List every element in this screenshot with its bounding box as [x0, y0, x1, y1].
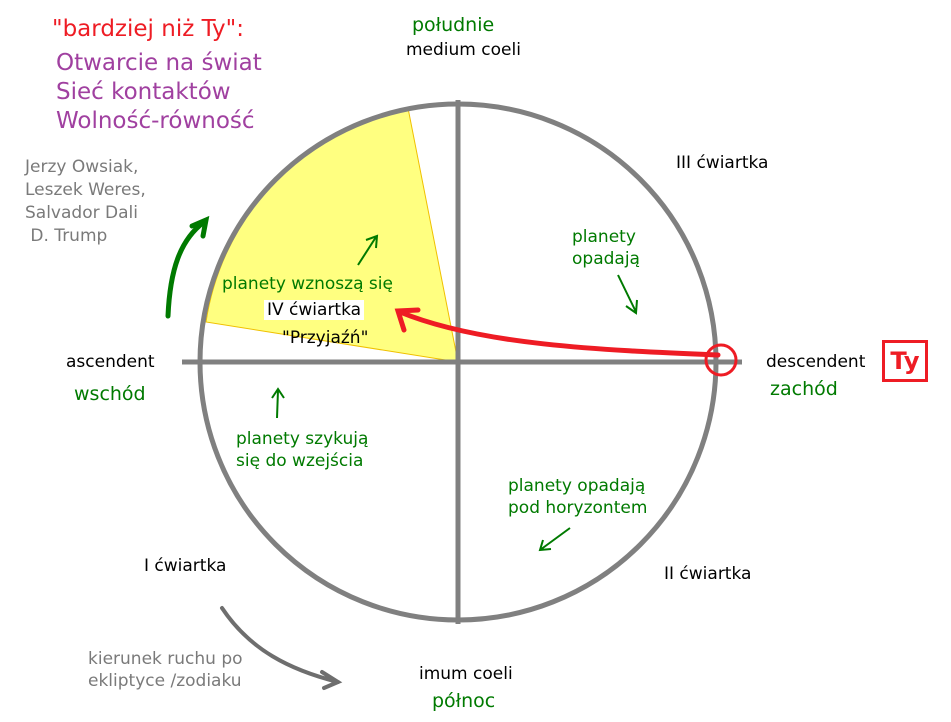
note-line: kierunek ruchu po: [88, 649, 243, 669]
you-badge: Ty: [882, 340, 928, 382]
person: Leszek Weres,: [25, 180, 146, 200]
person: Jerzy Owsiak,: [25, 157, 139, 177]
green-arrow-big: [165, 219, 207, 319]
label-west: zachód: [770, 378, 838, 400]
label-q1: I ćwiartka: [144, 556, 227, 576]
label-mc: medium coeli: [406, 40, 521, 60]
green-arrow-preparing: [271, 387, 285, 419]
you-position-marker: [704, 343, 738, 377]
note-line: planety: [572, 227, 636, 247]
q4-highlight-wedge: [205, 107, 459, 363]
trait: Wolność-równość: [56, 108, 255, 134]
note-rising: planety wznoszą się: [222, 274, 393, 294]
green-arrow-falling: [617, 274, 638, 315]
note-line: planety szykują: [236, 429, 369, 449]
note-line: planety opadają: [508, 476, 646, 496]
label-south: południe: [412, 14, 495, 36]
trait: Otwarcie na świat: [56, 50, 262, 76]
quote-heading: "bardziej niż Ty":: [52, 16, 244, 42]
label-q4-name: "Przyjaźń": [282, 328, 369, 348]
note-line: opadają: [572, 249, 640, 269]
label-q3: III ćwiartka: [676, 153, 769, 173]
people-list: Jerzy Owsiak, Leszek Weres, Salvador Dal…: [25, 156, 146, 248]
note-line: ekliptyce /zodiaku: [88, 671, 242, 691]
arrowhead-icon: [189, 215, 210, 239]
label-north: północ: [432, 690, 496, 712]
note-line: się do wzejścia: [236, 451, 364, 471]
motion-arrow: [220, 606, 343, 690]
label-q4: IV ćwiartka: [264, 300, 365, 320]
red-arrow: [394, 307, 721, 358]
note-line: pod horyzontem: [508, 498, 648, 518]
person: Salvador Dali: [25, 203, 138, 223]
label-q2: II ćwiartka: [664, 564, 752, 584]
green-arrow-below: [538, 527, 571, 552]
person: D. Trump: [25, 226, 108, 246]
label-ic: imum coeli: [419, 664, 513, 684]
label-desc: descendent: [766, 352, 866, 372]
label-east: wschód: [74, 383, 146, 405]
green-arrow-rising: [357, 234, 379, 266]
label-asc: ascendent: [66, 352, 155, 372]
trait: Sieć kontaktów: [56, 79, 231, 105]
